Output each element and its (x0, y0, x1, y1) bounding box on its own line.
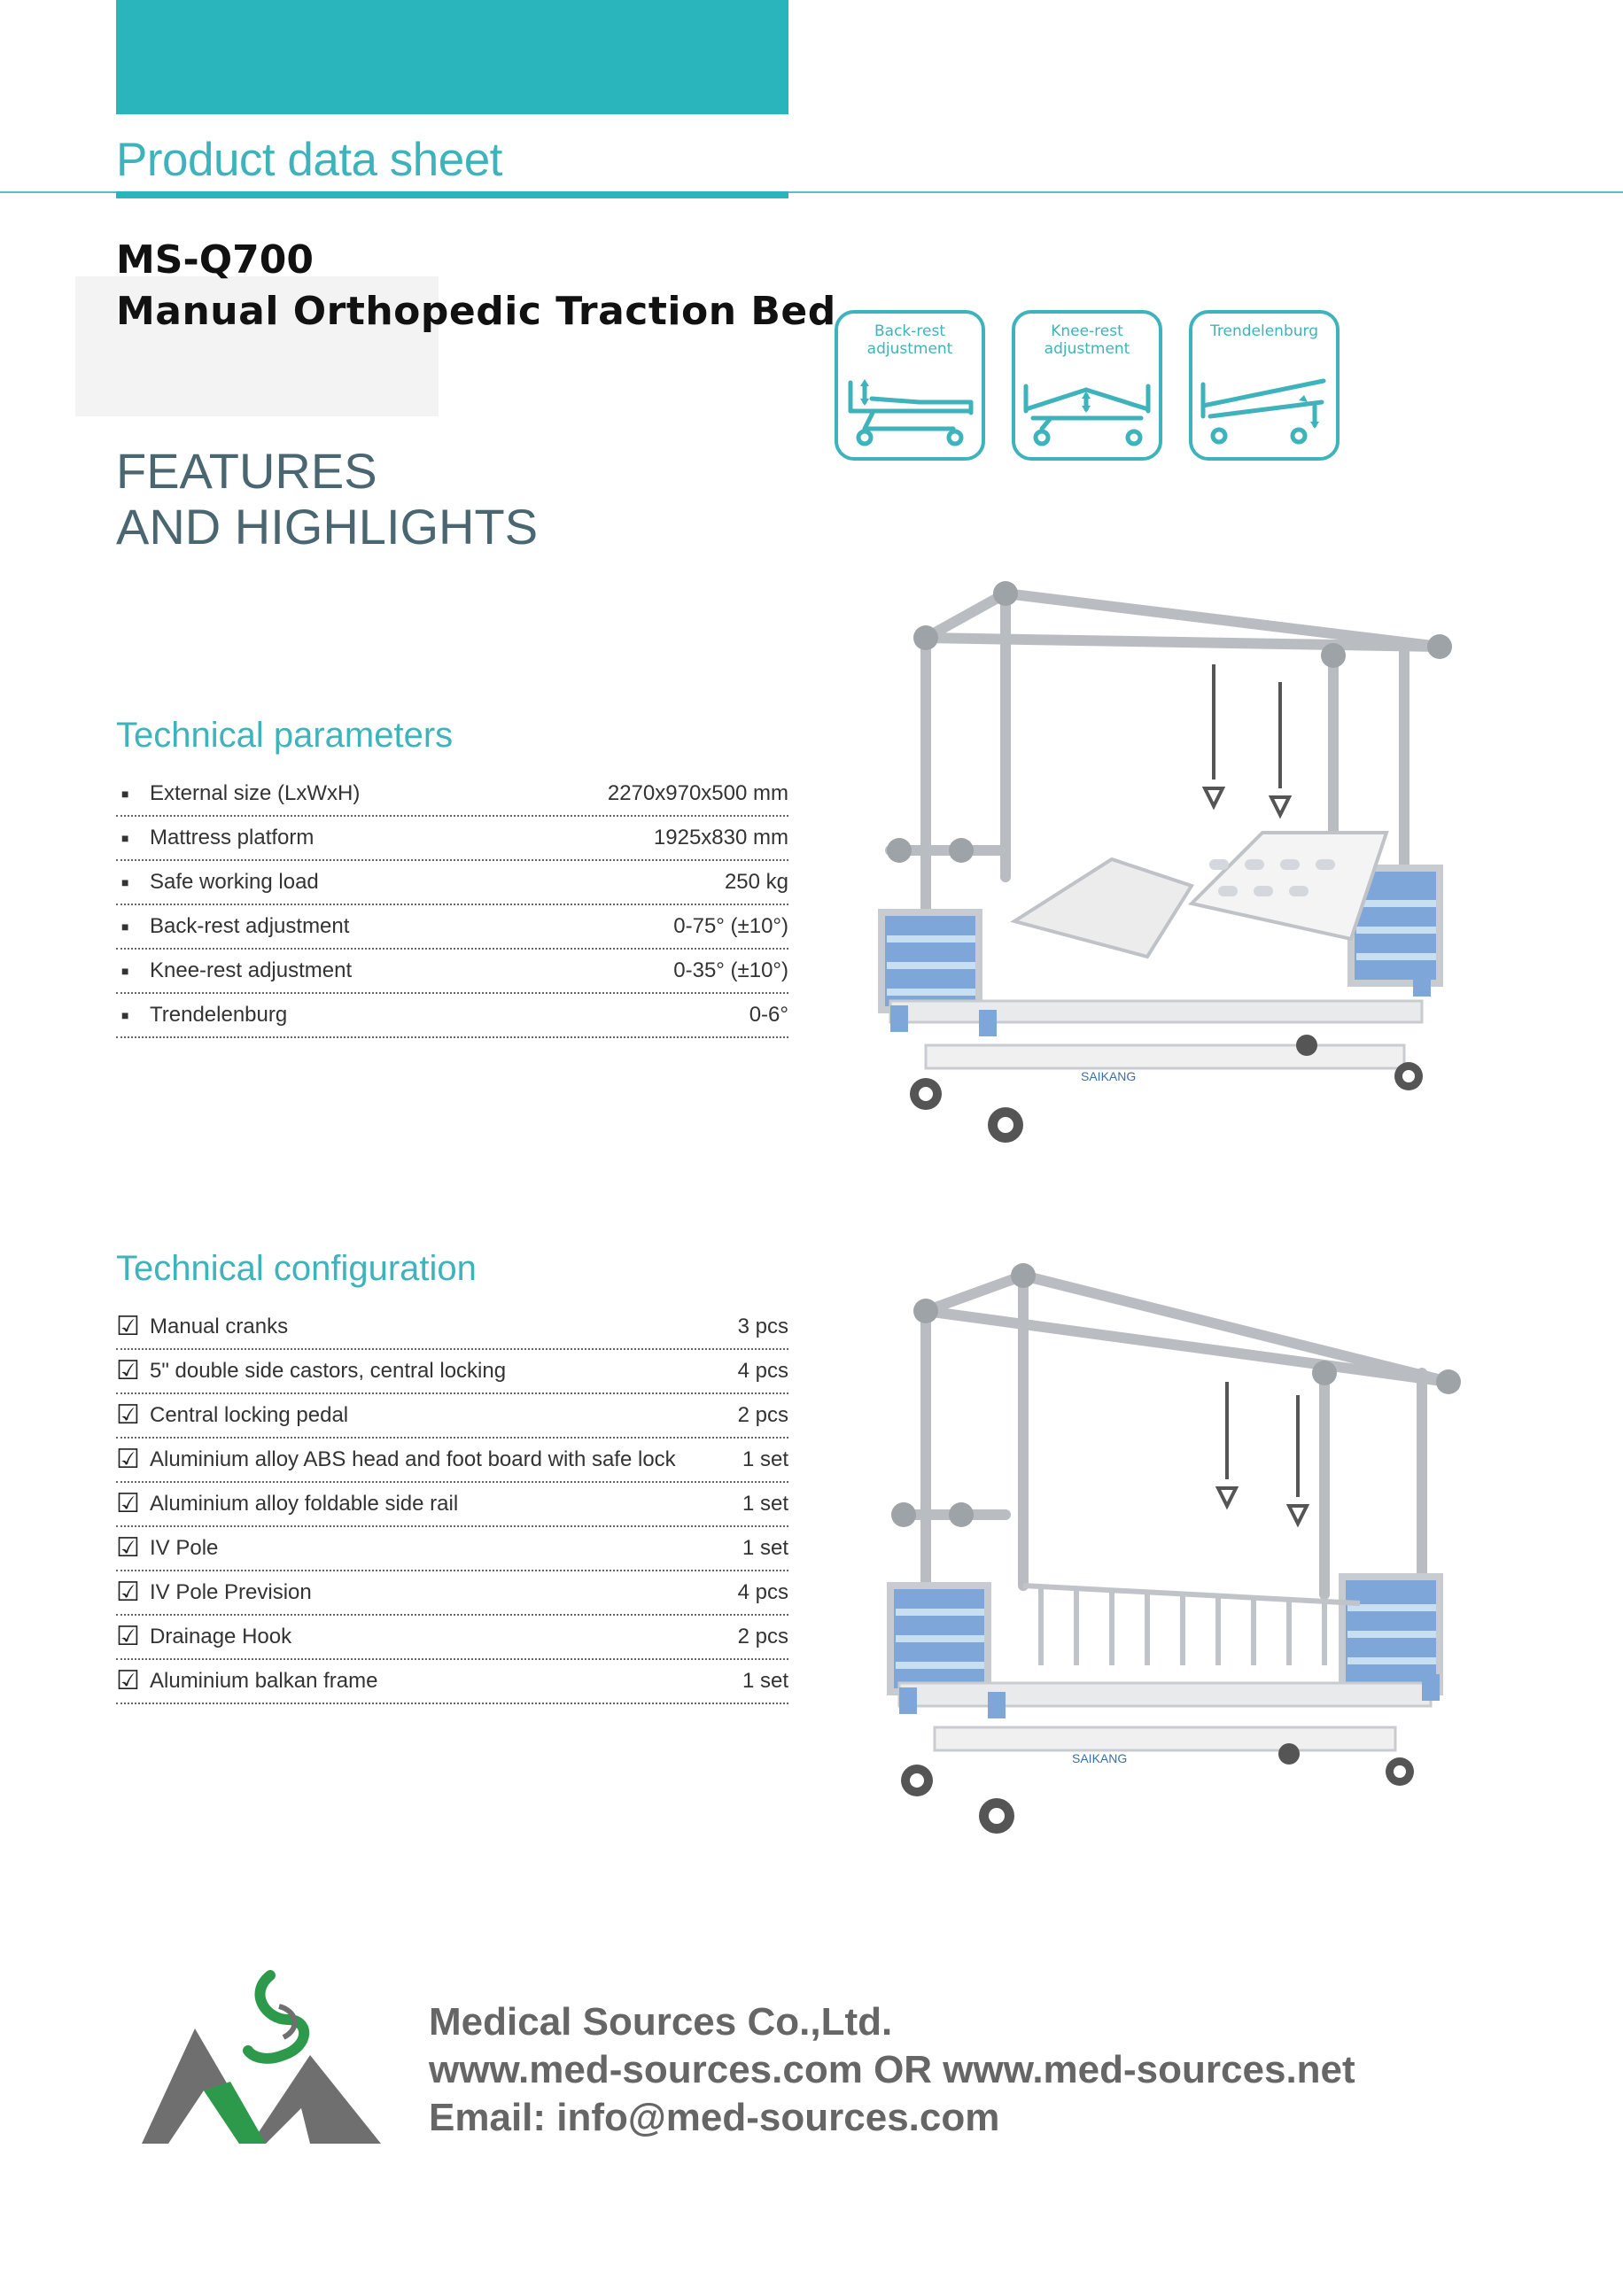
bed-brand-mark: SAIKANG (1072, 1751, 1127, 1765)
sheet-title: Product data sheet (116, 134, 502, 186)
company-logo (142, 1970, 381, 2144)
table-row: ☑Aluminium alloy ABS head and foot board… (116, 1439, 788, 1483)
header-color-band (116, 0, 788, 114)
watermark-background (75, 276, 439, 416)
header-divider (0, 191, 1623, 193)
checkbox-checked-icon: ☑ (116, 1400, 140, 1430)
checkbox-checked-icon: ☑ (116, 1533, 140, 1563)
bed-image-flat: SAIKANG (887, 1263, 1461, 1834)
product-name: Manual Orthopedic Traction Bed (116, 289, 836, 334)
checkbox-checked-icon: ☑ (116, 1489, 140, 1518)
bullet-icon: ■ (121, 875, 129, 889)
technical-parameters-heading: Technical parameters (116, 716, 454, 755)
checkbox-checked-icon: ☑ (116, 1356, 140, 1385)
checkbox-checked-icon: ☑ (116, 1622, 140, 1651)
bullet-icon: ■ (121, 919, 129, 934)
trendelenburg-icon: Trendelenburg (1189, 310, 1340, 461)
company-websites: www.med-sources.com OR www.med-sources.n… (429, 2048, 1355, 2091)
bullet-icon: ■ (121, 831, 129, 845)
bullet-icon: ■ (121, 1008, 129, 1022)
bed-brand-mark: SAIKANG (1081, 1069, 1136, 1083)
bullet-icon: ■ (121, 787, 129, 801)
table-row: ■External size (LxWxH)2270x970x500 mm (116, 772, 788, 817)
back-rest-adjustment-icon: Back-rest adjustment (835, 310, 985, 461)
knee-rest-adjustment-icon: Knee-rest adjustment (1012, 310, 1162, 461)
features-heading-line1: FEATURES (116, 443, 377, 499)
technical-configuration-heading: Technical configuration (116, 1249, 477, 1288)
technical-parameters-table: ■External size (LxWxH)2270x970x500 mm ■M… (116, 772, 788, 1038)
checkbox-checked-icon: ☑ (116, 1666, 140, 1695)
checkbox-checked-icon: ☑ (116, 1445, 140, 1474)
table-row: ☑5" double side castors, central locking… (116, 1350, 788, 1394)
bullet-icon: ■ (121, 964, 129, 978)
header-divider-accent (116, 191, 788, 198)
product-model: MS-Q700 (116, 237, 314, 283)
company-name: Medical Sources Co.,Ltd. (429, 2000, 893, 2044)
features-heading: FEATURES AND HIGHLIGHTS (116, 443, 538, 555)
bed-image-raised: SAIKANG (878, 581, 1452, 1143)
company-email: Email: info@med-sources.com (429, 2096, 1000, 2139)
checkbox-checked-icon: ☑ (116, 1578, 140, 1607)
features-heading-line2: AND HIGHLIGHTS (116, 499, 539, 555)
checkbox-checked-icon: ☑ (116, 1312, 140, 1341)
